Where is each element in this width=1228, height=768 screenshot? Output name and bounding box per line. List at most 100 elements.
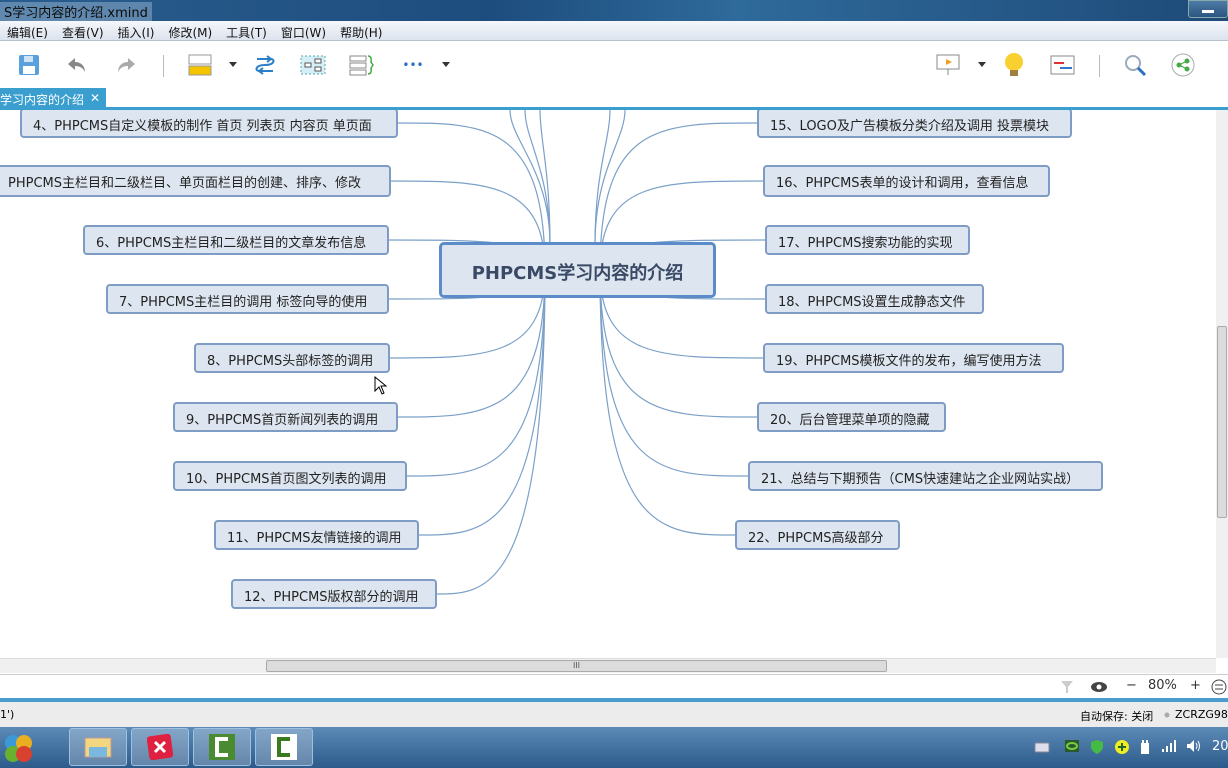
topic-node[interactable]: 12、PHPCMS版权部分的调用 — [231, 579, 437, 609]
tab-mindmap[interactable]: 学习内容的介绍 ✕ — [0, 88, 107, 110]
menu-insert[interactable]: 插入(I) — [117, 26, 155, 40]
volume-icon[interactable] — [1186, 739, 1202, 753]
close-icon[interactable]: ✕ — [90, 91, 101, 105]
topic-node[interactable]: 19、PHPCMS模板文件的发布，编写使用方法 — [763, 343, 1064, 373]
horizontal-scrollbar[interactable]: III — [0, 658, 1216, 673]
user-name[interactable]: ZCRZG98C — [1175, 708, 1228, 721]
divider — [0, 698, 1228, 702]
topic-node[interactable]: 16、PHPCMS表单的设计和调用，查看信息 — [763, 165, 1050, 197]
window-title: S学习内容的介绍.xmind — [0, 2, 152, 21]
minimize-button[interactable] — [1188, 0, 1228, 18]
connector-line — [599, 269, 764, 359]
status-bar: 1') 自动保存: 关闭 ZCRZG98C — [0, 702, 1228, 727]
eye-icon[interactable] — [1090, 679, 1108, 695]
menu-tools[interactable]: 工具(T) — [226, 26, 267, 40]
connector-line — [599, 180, 764, 271]
relationship-icon[interactable] — [252, 52, 278, 78]
connector-line — [599, 122, 758, 271]
menu-edit[interactable]: 编辑(E) — [7, 26, 48, 40]
insert-topic-icon[interactable] — [188, 52, 214, 78]
connector-line — [599, 269, 736, 536]
topic-node[interactable]: 21、总结与下期预告（CMS快速建站之企业网站实战） — [748, 461, 1103, 491]
menu-view[interactable]: 查看(V) — [61, 26, 104, 40]
topic-node[interactable]: 7、PHPCMS主栏目的调用 标签向导的使用 — [106, 284, 389, 314]
toolbar-divider — [1099, 55, 1100, 77]
redo-icon[interactable] — [113, 52, 139, 78]
lightbulb-icon[interactable] — [1001, 52, 1027, 78]
menu-modify[interactable]: 修改(M) — [168, 26, 213, 40]
taskbar-camtasia-recorder[interactable] — [255, 728, 313, 766]
mindmap-canvas[interactable]: PHPCMS学习内容的介绍 4、PHPCMS自定义模板的制作 首页 列表页 内容… — [0, 110, 1216, 658]
share-icon[interactable] — [1170, 52, 1196, 78]
connector-line — [418, 269, 546, 536]
chevron-down-icon[interactable] — [229, 62, 237, 67]
zoom-out-button[interactable]: − — [1126, 678, 1137, 693]
zoom-in-button[interactable]: + — [1190, 678, 1201, 693]
save-icon[interactable] — [16, 52, 42, 78]
topic-node[interactable]: 20、后台管理菜单项的隐藏 — [757, 402, 946, 432]
shield-icon[interactable] — [1090, 739, 1104, 755]
topic-node[interactable]: PHPCMS主栏目和二级栏目、单页面栏目的创建、排序、修改 — [0, 165, 391, 197]
connector-line — [389, 269, 546, 359]
signal-icon[interactable] — [1161, 739, 1177, 753]
title-bar: S学习内容的介绍.xmind — [0, 0, 1228, 21]
connector-line — [599, 269, 758, 418]
vertical-scroll-thumb[interactable] — [1217, 326, 1227, 518]
canvas-status-bar: − 80% + — [0, 674, 1228, 698]
topic-node[interactable]: 22、PHPCMS高级部分 — [735, 520, 900, 550]
chevron-down-icon[interactable] — [978, 62, 986, 67]
search-icon[interactable] — [1122, 52, 1148, 78]
autosave-status[interactable]: 自动保存: 关闭 — [1080, 710, 1154, 723]
topic-node[interactable]: 18、PHPCMS设置生成静态文件 — [765, 284, 984, 314]
start-button[interactable] — [2, 732, 34, 764]
topic-node[interactable]: 10、PHPCMS首页图文列表的调用 — [173, 461, 407, 491]
vertical-scrollbar[interactable] — [1216, 110, 1228, 658]
menu-bar: 编辑(E) 查看(V) 插入(I) 修改(M) 工具(T) 窗口(W) 帮助(H… — [0, 21, 1228, 41]
topic-node[interactable]: 9、PHPCMS首页新闻列表的调用 — [173, 402, 398, 432]
topic-node[interactable]: 6、PHPCMS主栏目和二级栏目的文章发布信息 — [83, 225, 389, 255]
zoom-level: 80% — [1148, 678, 1177, 693]
connector-line — [397, 269, 546, 418]
taskbar-explorer[interactable] — [69, 728, 127, 766]
connector-line — [397, 122, 546, 271]
chevron-down-icon[interactable] — [442, 62, 450, 67]
taskbar-xmind[interactable] — [131, 728, 189, 766]
mouse-cursor-icon — [374, 376, 388, 395]
summary-icon[interactable] — [349, 52, 375, 78]
connector-line — [594, 110, 626, 246]
plus-circle-icon[interactable] — [1114, 739, 1130, 755]
topic-node[interactable]: 15、LOGO及广告模板分类介绍及调用 投票模块 — [757, 110, 1072, 138]
filter-icon[interactable] — [1060, 679, 1074, 695]
taskbar-camtasia[interactable] — [193, 728, 251, 766]
nvidia-icon[interactable] — [1064, 739, 1080, 753]
status-text: 1') — [0, 708, 15, 721]
gantt-icon[interactable] — [1050, 52, 1076, 78]
clock[interactable]: 20 — [1212, 739, 1228, 754]
toolbar-divider — [163, 55, 164, 77]
undo-icon[interactable] — [64, 52, 90, 78]
presentation-icon[interactable] — [936, 52, 962, 78]
tab-bar: 学习内容的介绍 ✕ — [0, 88, 1228, 110]
connector-line — [599, 269, 749, 477]
fit-icon[interactable] — [1211, 679, 1227, 695]
menu-window[interactable]: 窗口(W) — [280, 26, 327, 40]
user-status-dot-icon — [1164, 712, 1170, 718]
boundary-icon[interactable] — [300, 52, 326, 78]
tab-label: 学习内容的介绍 — [0, 93, 85, 107]
central-topic[interactable]: PHPCMS学习内容的介绍 — [439, 242, 716, 298]
connector-line — [436, 269, 546, 595]
menu-help[interactable]: 帮助(H) — [340, 26, 383, 40]
power-icon[interactable] — [1139, 739, 1151, 755]
horizontal-scroll-thumb[interactable]: III — [266, 660, 887, 672]
taskbar: 20 — [0, 727, 1228, 768]
connector-line — [390, 180, 546, 271]
toolbar: ••• — [0, 42, 1228, 88]
topic-node[interactable]: 17、PHPCMS搜索功能的实现 — [765, 225, 970, 255]
topic-node[interactable]: 4、PHPCMS自定义模板的制作 首页 列表页 内容页 单页面 — [20, 110, 398, 138]
connector-line — [406, 269, 546, 477]
topic-node[interactable]: 8、PHPCMS头部标签的调用 — [194, 343, 390, 373]
connector-line — [509, 110, 551, 246]
more-icon[interactable]: ••• — [402, 58, 424, 72]
keyboard-icon[interactable] — [1034, 739, 1050, 753]
topic-node[interactable]: 11、PHPCMS友情链接的调用 — [214, 520, 419, 550]
